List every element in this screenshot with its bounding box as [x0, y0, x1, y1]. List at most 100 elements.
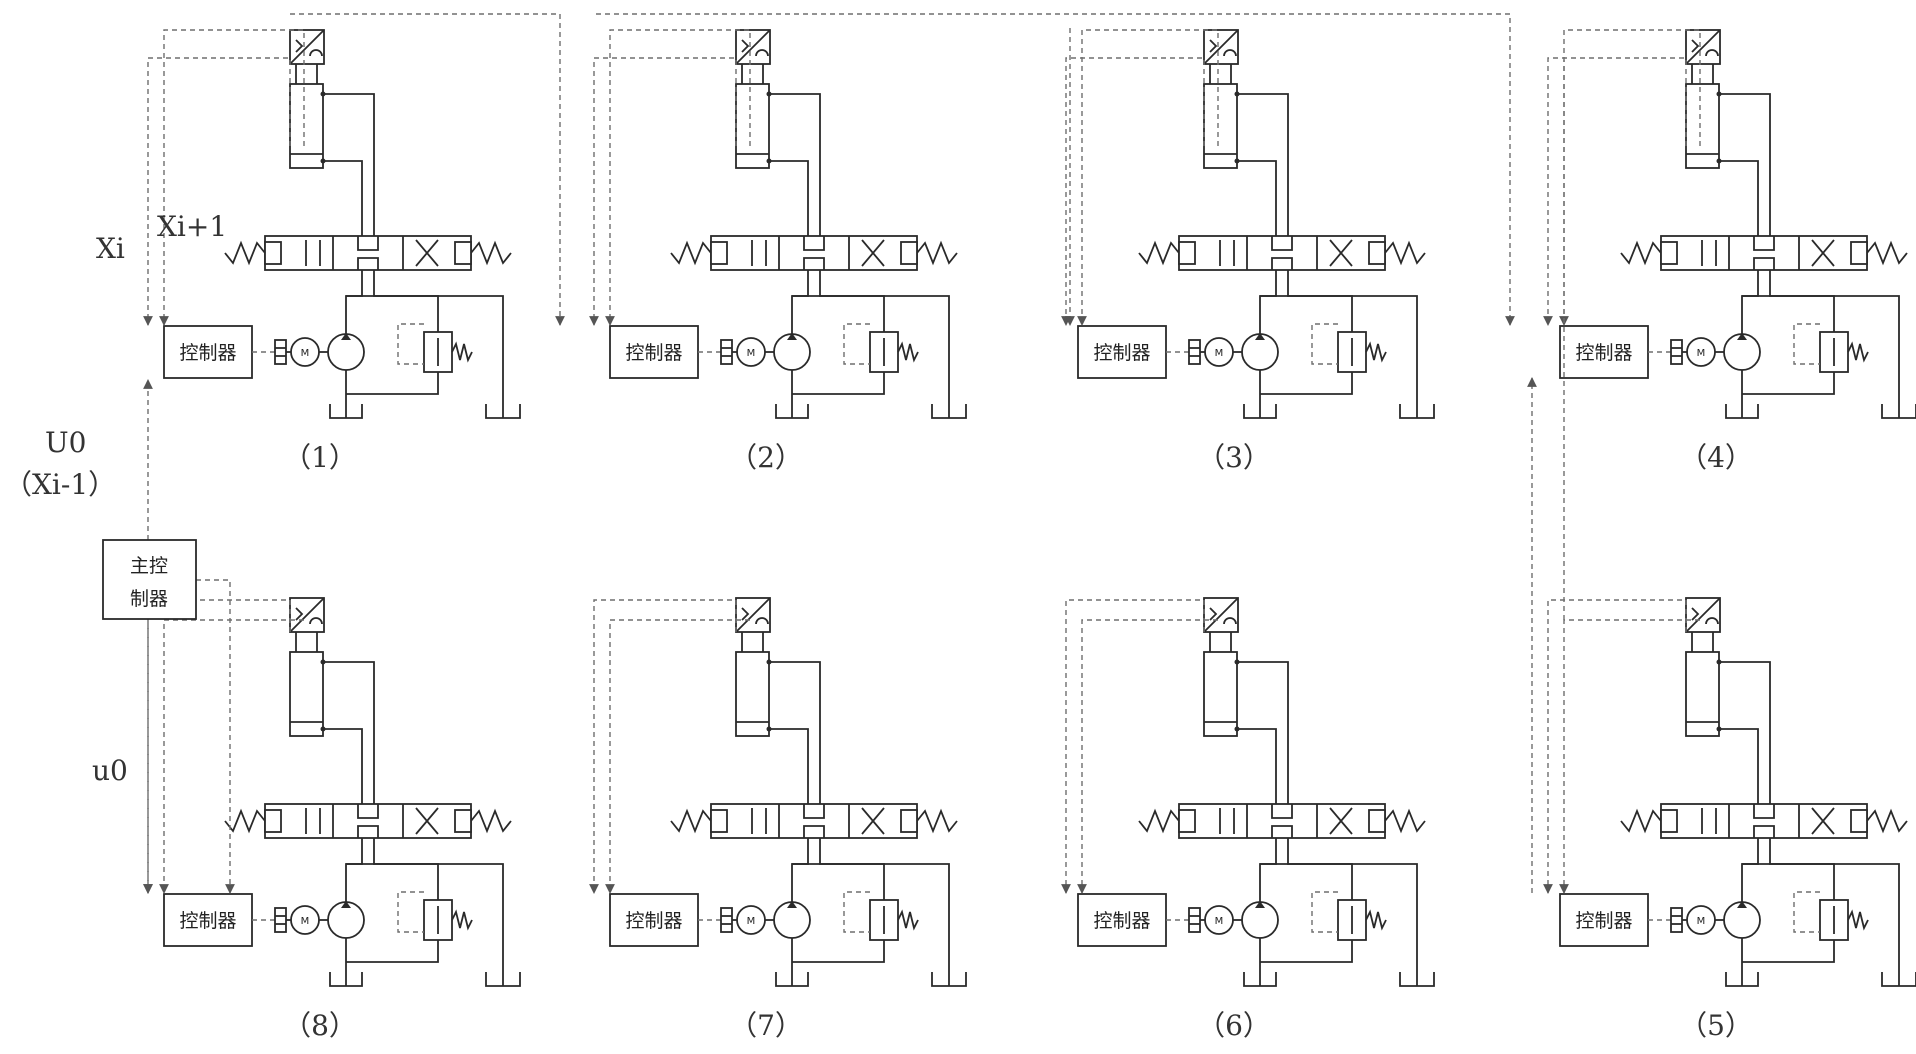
- controller-label: 控制器: [1575, 910, 1632, 932]
- xi-label: Xi: [96, 232, 125, 265]
- unit-label-8: （8）: [283, 1009, 357, 1042]
- motor-2: M: [720, 337, 775, 367]
- motor-label: M: [1697, 348, 1706, 359]
- unit-label-5: （5）: [1679, 1009, 1753, 1042]
- signal-line: [159, 619, 304, 894]
- signal-line: [1559, 619, 1700, 894]
- hydraulic-cylinder-3: [1203, 64, 1240, 169]
- hydraulic-unit-7: 控制器 M （7）: [609, 597, 967, 1042]
- position-sensor-3: [1203, 29, 1239, 65]
- pump-3: [1241, 333, 1279, 371]
- controller-2: 控制器: [609, 325, 699, 379]
- signal-line: [1077, 619, 1218, 894]
- signal-line: [1061, 599, 1205, 894]
- controller-7: 控制器: [609, 893, 699, 947]
- directional-valve-7: [670, 803, 958, 839]
- motor-1: M: [274, 337, 329, 367]
- motor-8: M: [274, 905, 329, 935]
- hydraulic-unit-5: 控制器 M （5）: [1559, 597, 1916, 1042]
- unit-label-2: （2）: [729, 441, 803, 474]
- hydraulic-cylinder-8: [289, 632, 326, 737]
- controller-6: 控制器: [1077, 893, 1167, 947]
- unit-label-7: （7）: [729, 1009, 803, 1042]
- controller-8: 控制器: [163, 893, 253, 947]
- position-sensor-5: [1685, 597, 1721, 633]
- directional-valve-1: [224, 235, 512, 271]
- pump-5: [1723, 901, 1761, 939]
- motor-label: M: [1215, 916, 1224, 927]
- hydraulic-cylinder-4: [1685, 64, 1722, 169]
- motor-3: M: [1188, 337, 1243, 367]
- controller-3: 控制器: [1077, 325, 1167, 379]
- hydraulic-cylinder-5: [1685, 632, 1722, 737]
- signal-line: [143, 599, 291, 894]
- signal-line: [1061, 57, 1205, 326]
- signal-line: [1543, 57, 1687, 326]
- controller-label: 控制器: [1093, 910, 1150, 932]
- position-sensor-6: [1203, 597, 1239, 633]
- motor-5: M: [1670, 905, 1725, 935]
- signal-line: [143, 57, 291, 326]
- xi-plus-1-label: Xi+1: [157, 210, 227, 243]
- signal-line: [605, 29, 751, 326]
- pump-7: [773, 901, 811, 939]
- master-controller-line-1: 主控: [130, 555, 168, 577]
- controller-1: 控制器: [163, 325, 253, 379]
- u0-lower-label: u0: [92, 754, 128, 787]
- hydraulic-unit-2: 控制器 M （2）: [609, 29, 967, 474]
- signal-line: [1543, 599, 1687, 894]
- signal-lines: [143, 13, 1701, 894]
- unit-label-4: （4）: [1679, 441, 1753, 474]
- controller-label: 控制器: [1093, 342, 1150, 364]
- hydraulic-unit-6: 控制器 M （6）: [1077, 597, 1435, 1042]
- hydraulic-cylinder-2: [735, 64, 772, 169]
- directional-valve-2: [670, 235, 958, 271]
- controller-label: 控制器: [179, 910, 236, 932]
- units-layer: 控制器 M （1） 控制器 M （2） 控制器 M （3） 控制器 M （4） 控制器 M （8） 控制器 M （…: [163, 29, 1916, 1042]
- labels-layer: Xi Xi+1 U0 （Xi-1） u0: [4, 210, 227, 787]
- hydraulic-unit-3: 控制器 M （3）: [1077, 29, 1435, 474]
- signal-line: [1077, 29, 1219, 326]
- directional-valve-3: [1138, 235, 1426, 271]
- signal-line: [589, 599, 737, 894]
- controller-4: 控制器: [1559, 325, 1649, 379]
- unit-label-1: （1）: [283, 441, 357, 474]
- master-controller-line-2: 制器: [130, 588, 168, 610]
- hydraulic-cylinder-6: [1203, 632, 1240, 737]
- pump-4: [1723, 333, 1761, 371]
- motor-label: M: [301, 348, 310, 359]
- signal-line: [605, 619, 750, 894]
- motor-label: M: [301, 916, 310, 927]
- hydraulic-unit-4: 控制器 M （4）: [1559, 29, 1916, 474]
- controller-5: 控制器: [1559, 893, 1649, 947]
- signal-line: [596, 13, 1515, 326]
- pump-2: [773, 333, 811, 371]
- motor-label: M: [1215, 348, 1224, 359]
- signal-line: [589, 57, 737, 326]
- signal-line: [1559, 29, 1701, 326]
- directional-valve-4: [1620, 235, 1908, 271]
- hydraulic-unit-1: 控制器 M （1）: [163, 29, 521, 474]
- motor-4: M: [1670, 337, 1725, 367]
- position-sensor-7: [735, 597, 771, 633]
- signal-line: [196, 579, 235, 894]
- motor-label: M: [1697, 916, 1706, 927]
- motor-6: M: [1188, 905, 1243, 935]
- controller-label: 控制器: [625, 342, 682, 364]
- unit-label-6: （6）: [1197, 1009, 1271, 1042]
- signal-line: [159, 29, 305, 326]
- hydraulic-cylinder-7: [735, 632, 772, 737]
- directional-valve-5: [1620, 803, 1908, 839]
- position-sensor-8: [289, 597, 325, 633]
- signal-line: [290, 13, 565, 326]
- position-sensor-4: [1685, 29, 1721, 65]
- master-controller: 主控 制器: [102, 539, 197, 620]
- motor-7: M: [720, 905, 775, 935]
- unit-label-3: （3）: [1197, 441, 1271, 474]
- pump-6: [1241, 901, 1279, 939]
- controller-label: 控制器: [1575, 342, 1632, 364]
- u0-upper-label: U0: [45, 426, 86, 459]
- position-sensor-1: [289, 29, 325, 65]
- directional-valve-6: [1138, 803, 1426, 839]
